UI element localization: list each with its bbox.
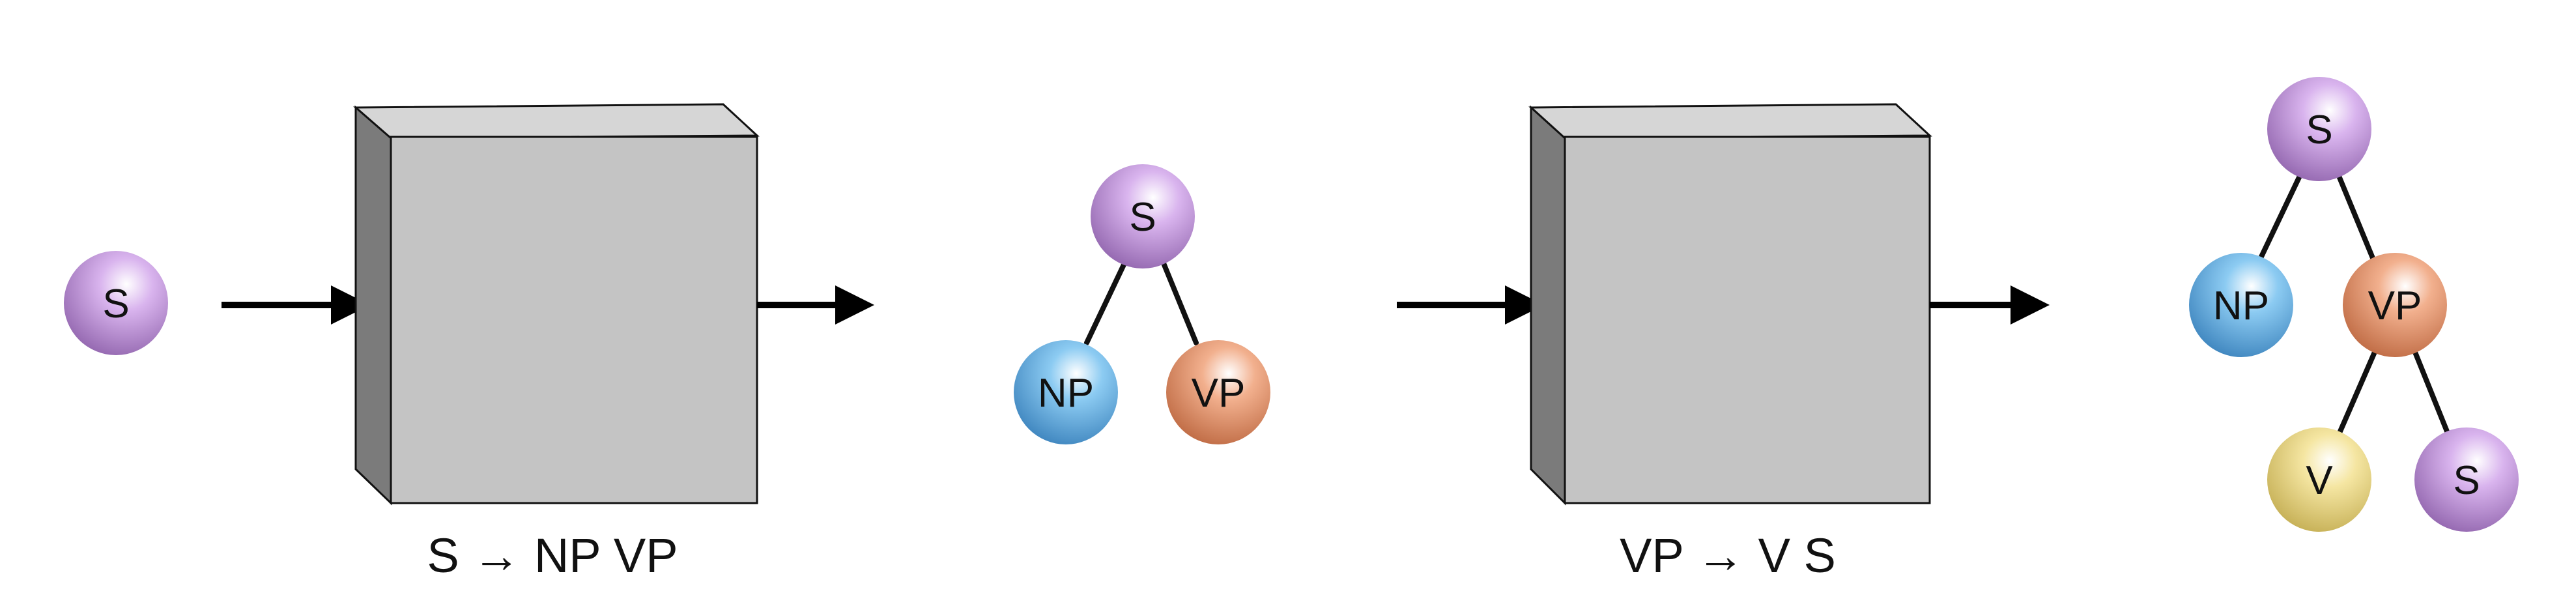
input-node-s: S xyxy=(64,251,168,355)
tree1-np-label: NP xyxy=(1038,371,1094,416)
box1-top xyxy=(353,103,760,139)
rule-box-2 xyxy=(1528,103,1932,506)
tree2-node-vp: VP xyxy=(2343,253,2447,357)
tree2-np-label: NP xyxy=(2213,283,2269,328)
tree2-vp-label: VP xyxy=(2368,283,2422,328)
box2-side xyxy=(1530,105,1566,506)
tree2-root-label: S xyxy=(2306,108,2332,152)
tree2-node-s: S xyxy=(2414,427,2519,532)
tree2-edge-s-vp xyxy=(2336,173,2375,261)
tree1-root-label: S xyxy=(1129,195,1156,240)
box2-top xyxy=(1528,103,1932,139)
tree2-edge-vp-s xyxy=(2412,348,2450,434)
tree1-edge-left xyxy=(1084,261,1127,345)
rule2-label: VP → V S xyxy=(1620,528,1836,583)
tree2-node-v: V xyxy=(2267,427,2371,532)
box1-side xyxy=(354,105,392,506)
tree1-node-np: NP xyxy=(1014,340,1118,444)
tree1-vp-label: VP xyxy=(1192,371,1246,416)
tree1-node-vp: VP xyxy=(1166,340,1270,444)
tree1-root-s: S xyxy=(1091,164,1195,268)
box1-front xyxy=(390,136,758,504)
tree-1: S NP VP xyxy=(1014,164,1270,444)
tree2-node-np: NP xyxy=(2189,253,2293,357)
tree2-edge-vp-v xyxy=(2338,348,2378,434)
tree1-edge-right xyxy=(1161,261,1199,345)
tree2-s-label: S xyxy=(2453,458,2480,503)
rule1-label: S → NP VP xyxy=(427,528,678,583)
box2-front xyxy=(1564,136,1931,504)
tree2-root-s: S xyxy=(2267,77,2371,181)
rule-box-1 xyxy=(353,103,760,506)
tree2-edge-s-np xyxy=(2258,173,2302,261)
tree2-v-label: V xyxy=(2306,458,2333,503)
tree-2: S NP VP V S xyxy=(2189,77,2519,532)
input-node-label: S xyxy=(102,282,129,326)
